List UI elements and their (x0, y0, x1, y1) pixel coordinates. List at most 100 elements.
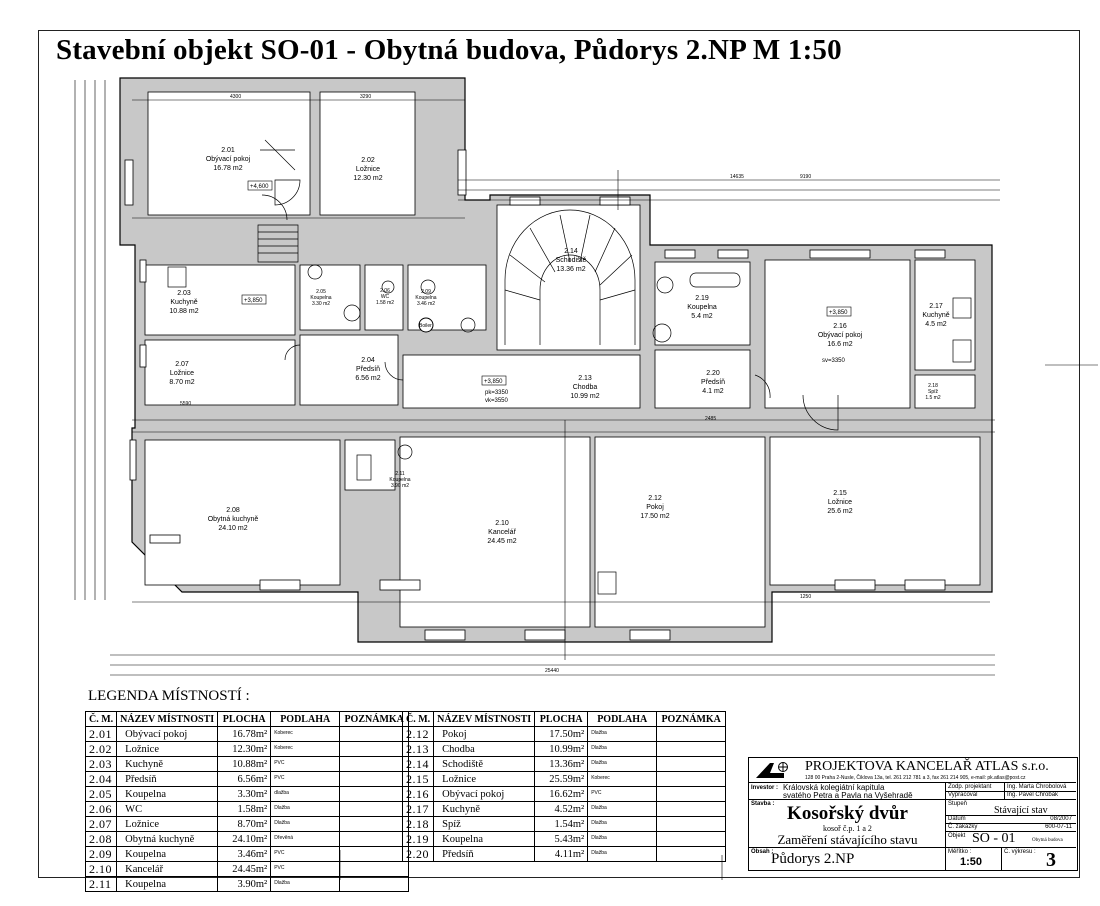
legend-header: Č. M. (401, 711, 435, 727)
company-header: PROJEKTOVA KANCELAŘ ATLAS s.r.o. 128 00 … (749, 758, 1076, 783)
window (424, 629, 466, 641)
room-note (339, 846, 410, 862)
window (509, 196, 541, 206)
room-name: Kuchyně (433, 801, 536, 817)
room-label-name: Kuchyně (922, 312, 949, 319)
room-name: Spíž (433, 816, 536, 832)
stage-label: Stupeň (948, 801, 968, 807)
room-2-09 (407, 264, 487, 331)
room-label-name: Obývací pokoj (818, 332, 863, 339)
window (664, 249, 696, 259)
room-label-name: Chodba (573, 384, 598, 391)
room-number: 2.11 (84, 876, 118, 892)
window (904, 579, 946, 591)
room-2-18 (914, 374, 976, 409)
investor-line-2: svatého Petra a Pavla na Vyšehradě (783, 791, 913, 800)
room-number: 2.04 (84, 771, 118, 787)
window (457, 149, 467, 196)
room-name: Schodiště (433, 756, 536, 772)
atlas-logo (754, 761, 792, 779)
room-note (339, 801, 410, 817)
room-note (339, 876, 410, 892)
room-number: 2.01 (84, 726, 118, 742)
floor-type: Dlažba (587, 801, 658, 817)
room-label-area: 16.78 m2 (213, 165, 242, 172)
title-block: PROJEKTOVA KANCELAŘ ATLAS s.r.o. 128 00 … (748, 757, 1078, 871)
room-area: 10.88m² (217, 756, 272, 772)
room-name: WC (116, 801, 219, 817)
room-label-area: 4.5 m2 (925, 321, 947, 328)
floor-type: PVC (587, 786, 658, 802)
room-name: Obytná kuchyně (116, 831, 219, 847)
company-address: 128 00 Praha 2-Nusle, Čiklova 13a, tel. … (805, 775, 1026, 781)
legend-header: POZNÁMKA (656, 711, 727, 727)
room-label-name: Ložnice (170, 370, 194, 377)
room-area: 3.90m² (217, 876, 272, 892)
height-note: sv=3350 (822, 358, 846, 364)
room-label-name: Schodiště (556, 257, 587, 264)
room-area: 1.58m² (217, 801, 272, 817)
room-label-area: 5.4 m2 (691, 313, 713, 320)
room-label-id: 2.03 (177, 290, 191, 297)
room-name: Předsíň (116, 771, 219, 787)
room-number: 2.12 (401, 726, 435, 742)
legend-header: PLOCHA (217, 711, 272, 727)
floor-type: Dlažba (587, 846, 658, 862)
object-label: Objekt (948, 833, 966, 839)
room-name: Chodba (433, 741, 536, 757)
window (149, 534, 181, 544)
room-label-id: 2.10 (495, 520, 509, 527)
room-note (656, 726, 727, 742)
fixtures (167, 139, 972, 595)
room-note (339, 816, 410, 832)
window (129, 439, 137, 481)
date-label: Datum (948, 816, 966, 822)
room-note (656, 831, 727, 847)
room-number: 2.05 (84, 786, 118, 802)
room-label-area: 8.70 m2 (169, 379, 194, 386)
object-value: SO - 01 (972, 831, 1016, 846)
dimension-value: 1250 (800, 594, 811, 600)
room-number: 2.07 (84, 816, 118, 832)
room-name: Obývací pokoj (116, 726, 219, 742)
room-2-20 (654, 349, 751, 409)
floor-type: Dlažba (270, 876, 341, 892)
room-name: Obývací pokoj (433, 786, 536, 802)
room-note (656, 756, 727, 772)
building-name: Kosořský dvůr (787, 803, 908, 824)
room-2-02 (319, 91, 416, 216)
room-2-06 (364, 264, 404, 331)
room-label-id: 2.08 (226, 507, 240, 514)
building-description: Zaměření stávajícího stavu (777, 832, 918, 847)
room-label-name: Koupelna (415, 295, 436, 301)
room-label-area: 24.10 m2 (218, 525, 247, 532)
legend-header: PLOCHA (534, 711, 589, 727)
drawing-frame (38, 30, 1080, 878)
room-2-13 (402, 354, 641, 409)
window (124, 159, 134, 206)
window (139, 344, 147, 368)
room-label-name: Předsíň (701, 379, 725, 386)
legend-title: LEGENDA MÍSTNOSTÍ : (88, 688, 250, 704)
window (914, 249, 946, 259)
room-number: 2.10 (84, 861, 118, 877)
floor-type: Dlažba (587, 726, 658, 742)
room-area: 6.56m² (217, 771, 272, 787)
room-area: 8.70m² (217, 816, 272, 832)
room-note (339, 726, 410, 742)
room-label-area: 6.56 m2 (355, 375, 380, 382)
room-label-name: Kuchyně (170, 299, 197, 306)
height-note: vk=3550 (485, 398, 509, 404)
window (259, 579, 301, 591)
room-label-id: 2.06 (380, 288, 390, 294)
room-note (339, 741, 410, 757)
